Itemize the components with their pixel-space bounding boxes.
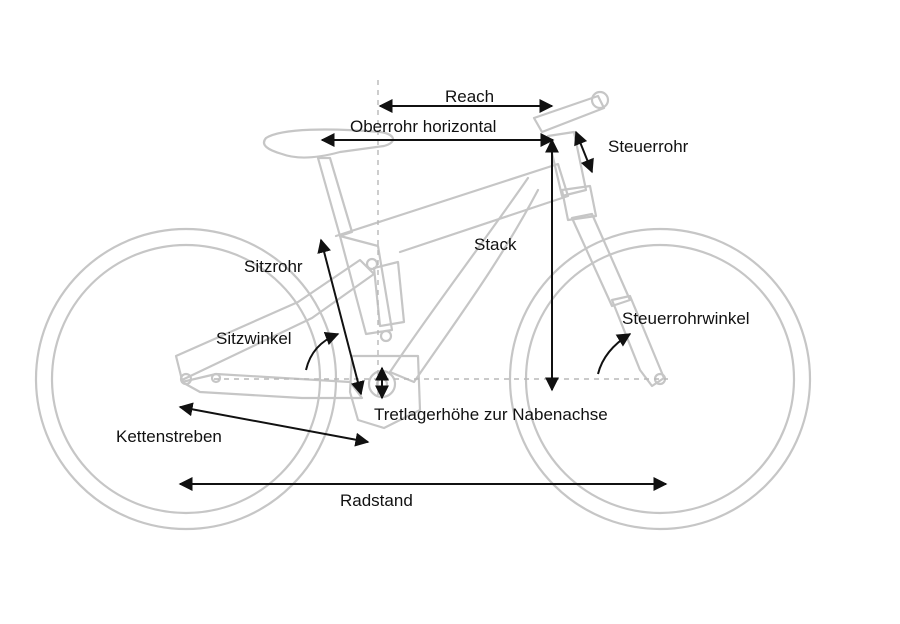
top-tube [334,162,570,254]
sitzwinkel-arc [305,331,340,371]
label-sitzrohr: Sitzrohr [244,257,303,276]
dimension-arrows [178,99,668,491]
rear-shock [372,260,406,328]
seatpost [316,156,354,238]
rear-dropout [179,372,193,386]
label-tretlagerhoehe: Tretlagerhöhe zur Nabenachse [374,405,608,424]
label-reach: Reach [445,87,494,106]
steuerrohr-arrow [574,130,594,174]
label-oberrohr-horizontal: Oberrohr horizontal [350,117,496,136]
dropout-pivot [210,372,222,384]
fork-stanchion [570,212,632,308]
link-pivot [379,329,393,343]
handlebar [590,90,610,110]
labels: Reach Oberrohr horizontal Steuerrohr Sta… [116,87,750,510]
steuerrohrwinkel-arc [597,333,632,375]
label-kettenstreben: Kettenstreben [116,427,222,446]
stem [532,94,606,134]
label-steuerrohrwinkel: Steuerrohrwinkel [622,309,750,328]
shock-pivot [365,257,379,271]
seat-tube [338,234,394,336]
down-tube [388,176,540,384]
sitzrohr-arrow [317,238,365,396]
label-steuerrohr: Steuerrohr [608,137,689,156]
label-radstand: Radstand [340,491,413,510]
kettenstreben-arrow [178,402,370,447]
fork-crown [560,184,598,222]
label-stack: Stack [474,235,517,254]
fork-lower [610,294,666,388]
label-sitzwinkel: Sitzwinkel [216,329,292,348]
